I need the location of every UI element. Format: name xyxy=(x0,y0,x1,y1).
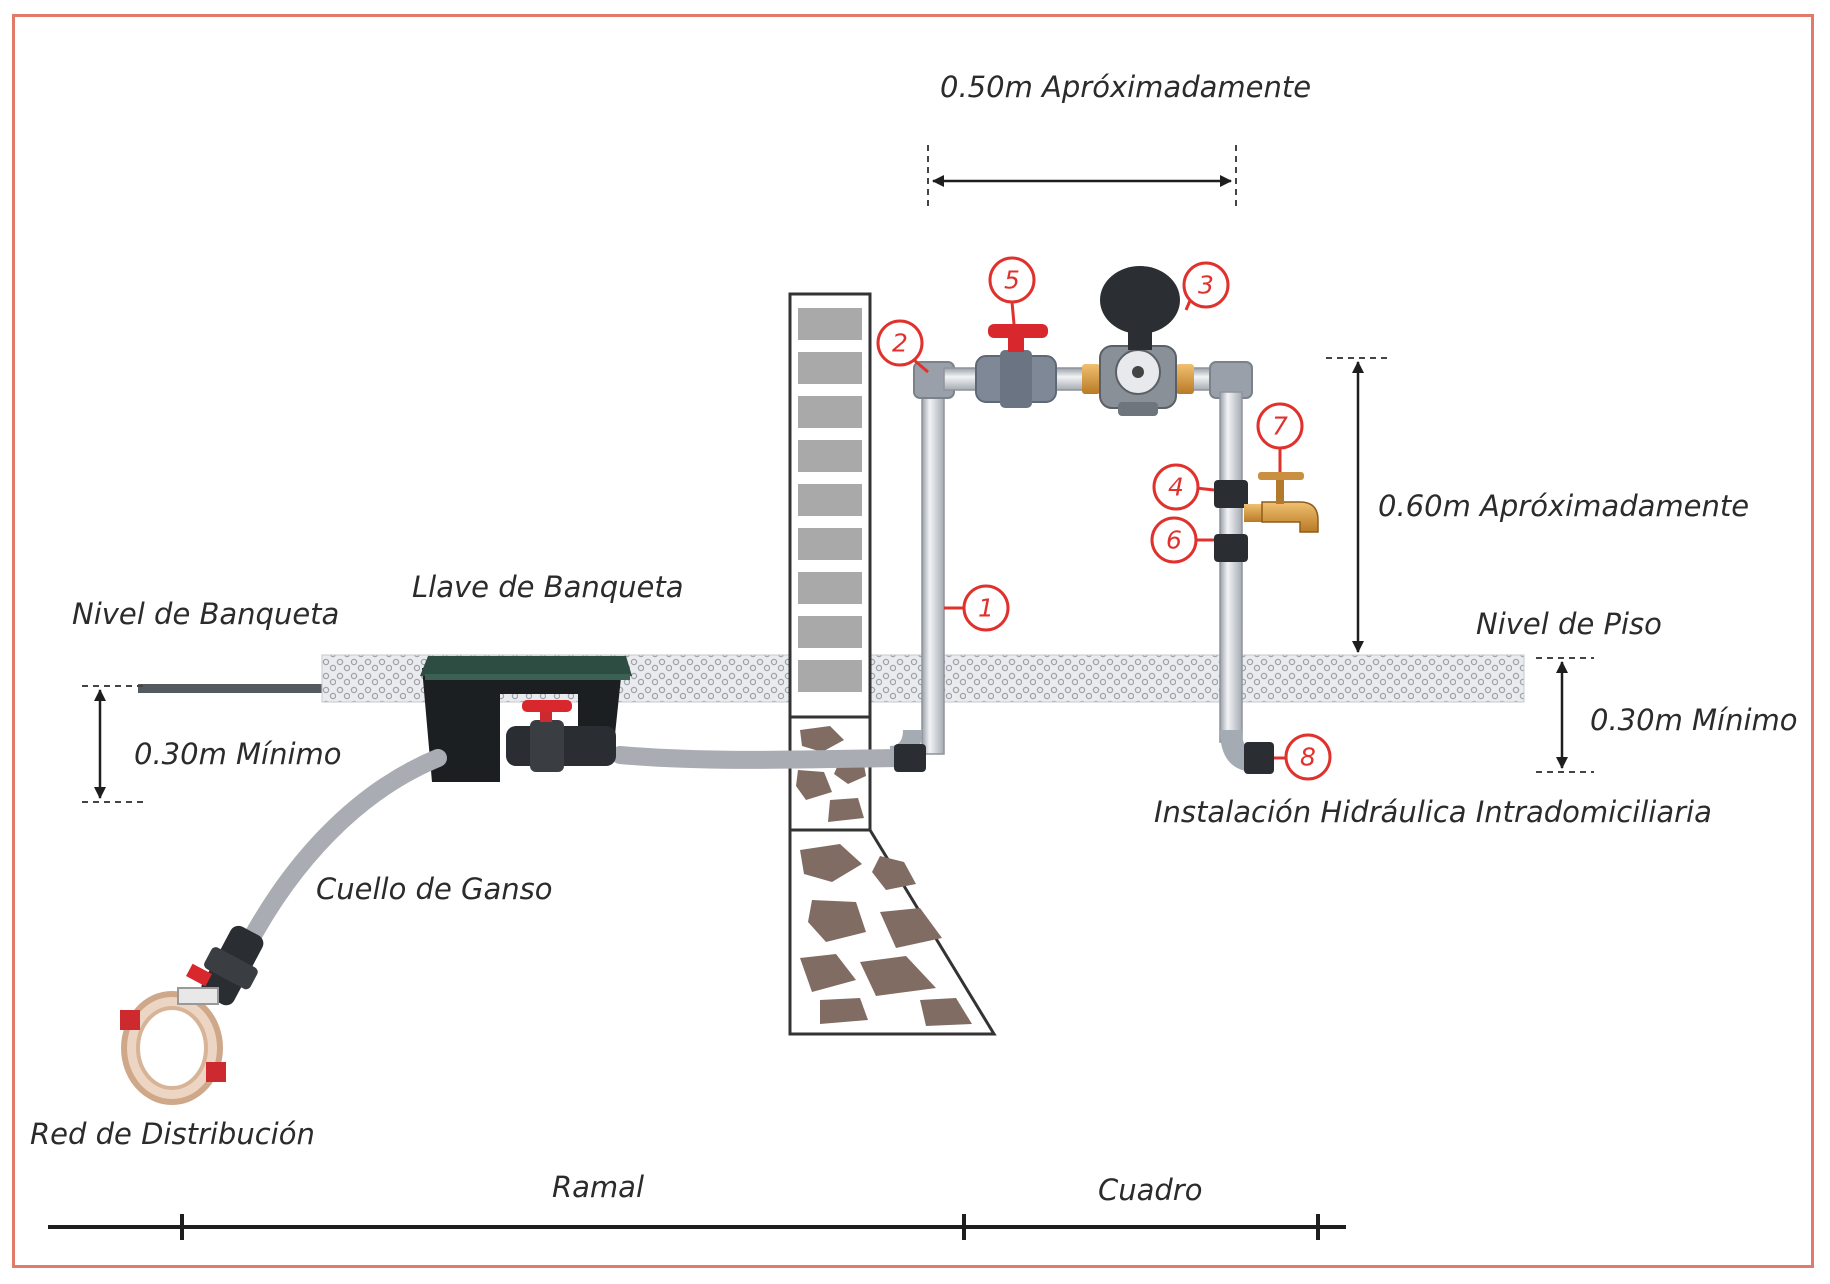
callout-8: 8 xyxy=(1274,733,1332,781)
dimension-right-depth xyxy=(1536,657,1594,773)
callout-7: 7 xyxy=(1256,402,1304,472)
dimension-left-depth xyxy=(82,685,146,803)
distribution-main-clamp xyxy=(120,987,226,1105)
service-hose xyxy=(611,746,909,769)
label-distance-right: 0.60m Apróximadamente xyxy=(1378,489,1749,523)
callout-6: 6 xyxy=(1150,516,1214,564)
label-min-depth-left: 0.30m Mínimo xyxy=(134,737,342,771)
callout-2: 2 xyxy=(876,319,929,374)
meter-pipe-assembly xyxy=(890,266,1319,774)
label-distribution-network: Red de Distribución xyxy=(30,1117,315,1151)
callout-1: 1 xyxy=(944,584,1010,632)
section-scale-bar xyxy=(48,1214,1346,1240)
callout-2-label: 2 xyxy=(892,329,908,358)
label-curb-valve: Llave de Banqueta xyxy=(412,570,684,604)
curb-ball-valve xyxy=(506,700,616,772)
label-sidewalk-level: Nivel de Banqueta xyxy=(72,597,339,631)
callout-6-label: 6 xyxy=(1166,526,1182,555)
label-indoor-installation: Instalación Hidráulica Intradomiciliaria xyxy=(1154,795,1712,829)
label-floor-level: Nivel de Piso xyxy=(1476,607,1662,641)
label-gooseneck: Cuello de Ganso xyxy=(316,872,553,906)
label-ramal: Ramal xyxy=(552,1170,644,1204)
callout-5: 5 xyxy=(988,256,1036,325)
gooseneck-hose xyxy=(231,749,447,969)
figure-frame xyxy=(12,14,1814,1268)
callout-7-label: 7 xyxy=(1272,412,1288,441)
dimension-top xyxy=(927,145,1237,208)
callout-1-label: 1 xyxy=(978,594,994,623)
callout-8-label: 8 xyxy=(1300,743,1316,772)
curb-valve-box xyxy=(420,656,632,782)
callout-5-label: 5 xyxy=(1004,266,1020,295)
boundary-wall xyxy=(788,292,997,1036)
callout-3: 3 xyxy=(1182,261,1230,311)
label-cuadro: Cuadro xyxy=(1098,1173,1202,1207)
label-min-depth-right: 0.30m Mínimo xyxy=(1590,703,1798,737)
sidewalk-level-line xyxy=(138,684,324,693)
gooseneck-valve xyxy=(186,925,264,1006)
label-distance-top: 0.50m Apróximadamente xyxy=(940,70,1311,104)
callout-4: 4 xyxy=(1152,463,1215,511)
callout-4-label: 4 xyxy=(1168,473,1184,502)
dimension-right-height xyxy=(1326,357,1388,653)
callout-3-label: 3 xyxy=(1198,271,1214,300)
